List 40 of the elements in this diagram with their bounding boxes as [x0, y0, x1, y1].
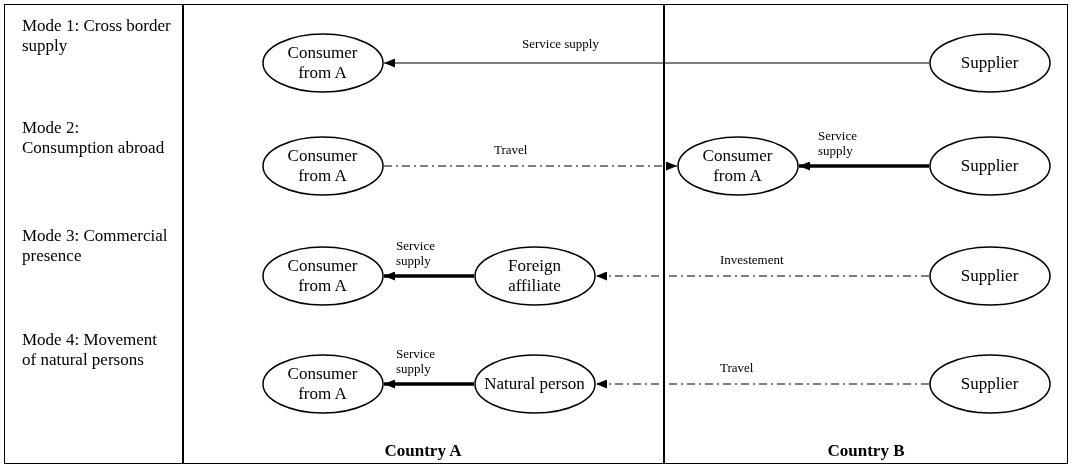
edge-label: Travel [718, 360, 756, 375]
node-text: Natural person [483, 373, 586, 394]
ellipse-node [261, 135, 384, 196]
arrow [383, 161, 678, 171]
mode-label: Mode 3: Commercial presence [22, 226, 169, 266]
arrow [384, 379, 474, 389]
ellipse-node [928, 135, 1051, 196]
ellipse-node [261, 245, 384, 306]
ellipse-node [261, 32, 384, 93]
arrow [799, 161, 929, 171]
edge-label: Service supply [520, 36, 601, 51]
country-column [182, 4, 664, 464]
node-text: Supplier [959, 155, 1020, 176]
mode-label: Mode 1: Cross border supply [22, 16, 172, 56]
column-heading: Country A [383, 441, 463, 461]
mode-label: Mode 4: Movement of natural persons [22, 330, 159, 370]
arrow [595, 271, 930, 281]
node-text: Consumer from A [286, 363, 359, 404]
node-text: Consumer from A [701, 145, 774, 186]
edge-label: Travel [492, 142, 530, 157]
mode-label: Mode 2: Consumption abroad [22, 118, 166, 158]
ellipse-node [928, 353, 1051, 414]
ellipse-node [473, 353, 596, 414]
column-heading: Country B [826, 441, 906, 461]
ellipse-node [261, 353, 384, 414]
node-text: Supplier [959, 52, 1020, 73]
arrow [383, 58, 930, 68]
ellipse-node [473, 245, 596, 306]
arrow [384, 271, 474, 281]
ellipse-node [928, 32, 1051, 93]
node-text: Supplier [959, 373, 1020, 394]
arrow [595, 379, 930, 389]
node-text: Consumer from A [286, 145, 359, 186]
ellipse-node [928, 245, 1051, 306]
node-text: Consumer from A [286, 42, 359, 83]
ellipse-node [676, 135, 799, 196]
node-text: Supplier [959, 265, 1020, 286]
country-column [664, 4, 1068, 464]
node-text: Consumer from A [286, 255, 359, 296]
node-text: Foreign affiliate [507, 255, 562, 296]
